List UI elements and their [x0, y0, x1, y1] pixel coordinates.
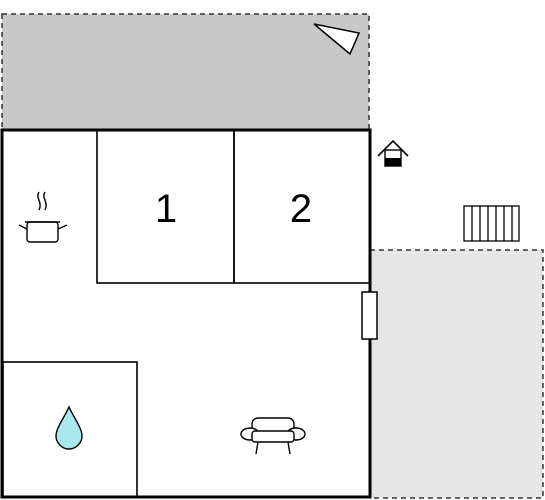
bathroom [2, 361, 138, 498]
room-2-label: 2 [290, 187, 312, 231]
room-2 [233, 129, 371, 284]
north-arrow-icon [313, 23, 361, 56]
room-1-label: 1 [155, 187, 177, 231]
balcony-railing-icon [463, 205, 520, 242]
covered-area-top [1, 13, 370, 132]
open-area-right [369, 249, 544, 499]
water-drop-icon [55, 405, 83, 450]
cooking-pot-icon [18, 191, 68, 243]
sofa-icon [240, 417, 306, 455]
house-entrance-icon [377, 139, 409, 167]
door[interactable] [361, 291, 378, 340]
